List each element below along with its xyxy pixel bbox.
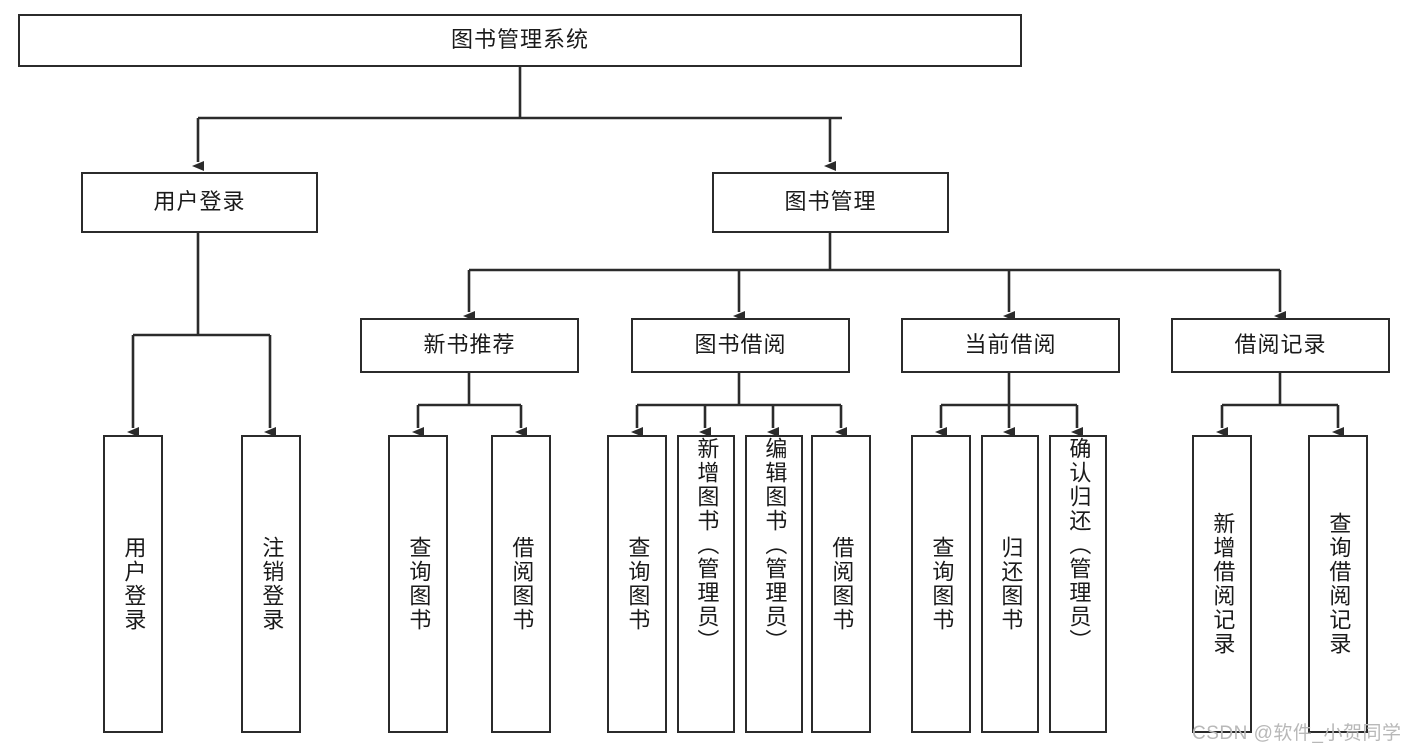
leaf-query-record-label: 查询借阅记录: [1326, 512, 1352, 656]
leaf-user-login[interactable]: 用户登录: [103, 435, 163, 733]
node-current-borrow[interactable]: 当前借阅: [901, 318, 1120, 373]
node-user-login-label: 用户登录: [153, 189, 246, 215]
leaf-return-book-label: 归还图书: [998, 536, 1024, 632]
leaf-add-book-label: 新增图书（管理员）: [694, 437, 720, 653]
leaf-confirm-return[interactable]: 确认归还（管理员）: [1049, 435, 1107, 733]
leaf-return-book[interactable]: 归还图书: [981, 435, 1039, 733]
leaf-edit-book-label: 编辑图书（管理员）: [762, 437, 788, 653]
node-borrow-record[interactable]: 借阅记录: [1171, 318, 1390, 373]
leaf-add-record-label: 新增借阅记录: [1210, 512, 1236, 656]
node-book-manage-label: 图书管理: [784, 189, 877, 215]
node-root-label: 图书管理系统: [450, 27, 589, 53]
node-new-book-recommend[interactable]: 新书推荐: [360, 318, 579, 373]
leaf-user-login-label: 用户登录: [121, 536, 147, 632]
leaf-add-record[interactable]: 新增借阅记录: [1192, 435, 1252, 733]
leaf-query-book-2-label: 查询图书: [625, 536, 651, 632]
leaf-query-book-2[interactable]: 查询图书: [607, 435, 667, 733]
node-borrow-record-label: 借阅记录: [1234, 332, 1327, 358]
leaf-logout-label: 注销登录: [259, 536, 285, 632]
leaf-borrow-book-2[interactable]: 借阅图书: [811, 435, 871, 733]
leaf-add-book[interactable]: 新增图书（管理员）: [677, 435, 735, 733]
node-root[interactable]: 图书管理系统: [18, 14, 1022, 67]
leaf-logout[interactable]: 注销登录: [241, 435, 301, 733]
leaf-confirm-return-label: 确认归还（管理员）: [1066, 437, 1092, 653]
leaf-edit-book[interactable]: 编辑图书（管理员）: [745, 435, 803, 733]
leaf-borrow-book-1[interactable]: 借阅图书: [491, 435, 551, 733]
leaf-query-book-1[interactable]: 查询图书: [388, 435, 448, 733]
node-book-borrow-label: 图书借阅: [694, 332, 787, 358]
leaf-query-book-3[interactable]: 查询图书: [911, 435, 971, 733]
leaf-borrow-book-1-label: 借阅图书: [509, 536, 535, 632]
leaf-query-record[interactable]: 查询借阅记录: [1308, 435, 1368, 733]
node-new-book-recommend-label: 新书推荐: [423, 332, 516, 358]
watermark: CSDN @软件_小贺同学: [1192, 723, 1402, 744]
leaf-borrow-book-2-label: 借阅图书: [829, 536, 855, 632]
leaf-query-book-3-label: 查询图书: [929, 536, 955, 632]
leaf-query-book-1-label: 查询图书: [406, 536, 432, 632]
node-user-login[interactable]: 用户登录: [81, 172, 318, 233]
node-book-manage[interactable]: 图书管理: [712, 172, 949, 233]
node-current-borrow-label: 当前借阅: [964, 332, 1057, 358]
node-book-borrow[interactable]: 图书借阅: [631, 318, 850, 373]
